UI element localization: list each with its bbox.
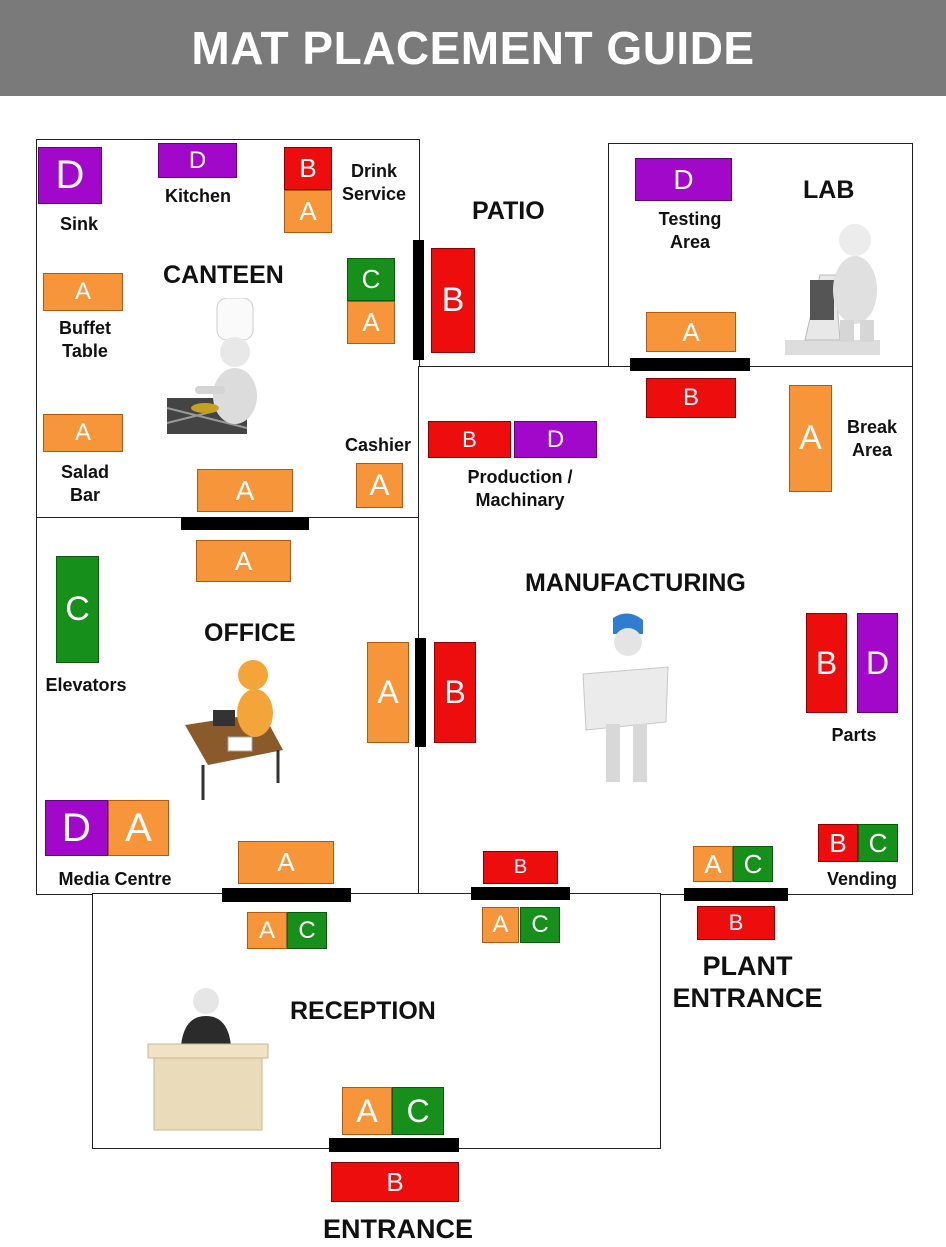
mat-b-production: B bbox=[428, 421, 511, 458]
mat-a-break: A bbox=[789, 385, 832, 492]
mat-a-office-south: A bbox=[238, 841, 334, 884]
label-cashier: Cashier bbox=[344, 435, 412, 455]
mat-d-kitchen: D bbox=[158, 143, 237, 178]
mat-b-plant: B bbox=[697, 906, 775, 940]
receptionist-figure bbox=[147, 988, 269, 1131]
mat-b-office-door: B bbox=[434, 642, 476, 743]
label-buffet-table: Buffet Table bbox=[59, 318, 111, 361]
chef-figure bbox=[166, 298, 257, 434]
door-office-manufacturing bbox=[415, 638, 426, 747]
door-canteen-patio bbox=[413, 240, 424, 360]
mat-b-drink: B bbox=[284, 147, 332, 190]
door-office-reception bbox=[222, 888, 351, 902]
label-drink-service: Drink Service bbox=[341, 161, 407, 204]
entrance-title: ENTRANCE bbox=[322, 1214, 473, 1244]
mat-c-elevators: C bbox=[56, 556, 99, 663]
label-production: Production / Machinary bbox=[467, 467, 573, 510]
mat-a-media: A bbox=[108, 800, 169, 856]
page-title: MAT PLACEMENT GUIDE bbox=[191, 22, 755, 74]
label-parts: Parts bbox=[831, 725, 877, 745]
label-break-area: Break Area bbox=[846, 417, 898, 460]
mat-a-manufacturing-south: A bbox=[482, 907, 519, 943]
mat-d-media: D bbox=[45, 800, 108, 856]
label-salad-bar: Salad Bar bbox=[60, 462, 110, 505]
mat-a-reception-north: A bbox=[247, 912, 287, 949]
label-vending: Vending bbox=[826, 869, 897, 889]
patio-title: PATIO bbox=[472, 197, 545, 225]
mat-a-office-north: A bbox=[196, 540, 291, 582]
door-lab-manufacturing bbox=[630, 358, 750, 371]
manufacturing-title: MANUFACTURING bbox=[525, 569, 746, 597]
mat-a-entrance: A bbox=[342, 1087, 392, 1135]
mat-a-salad: A bbox=[43, 414, 123, 452]
mat-c-entrance: C bbox=[392, 1087, 444, 1135]
door-main-entrance bbox=[329, 1138, 459, 1152]
lab-title: LAB bbox=[803, 176, 855, 204]
mat-b-entrance: B bbox=[331, 1162, 459, 1202]
mat-a-plant: A bbox=[693, 846, 733, 882]
mat-a-lab: A bbox=[646, 312, 736, 352]
mat-a-office-door: A bbox=[367, 642, 409, 743]
door-manufacturing-reception bbox=[471, 887, 570, 900]
header-banner: MAT PLACEMENT GUIDE bbox=[0, 0, 946, 96]
mat-c-vending: C bbox=[858, 824, 898, 862]
mat-d-testing: D bbox=[635, 158, 732, 201]
mat-d-production: D bbox=[514, 421, 597, 458]
label-kitchen: Kitchen bbox=[164, 186, 231, 206]
mat-d-parts: D bbox=[857, 613, 898, 713]
label-elevators: Elevators bbox=[45, 675, 127, 695]
canteen-title: CANTEEN bbox=[163, 261, 284, 289]
mat-c-manufacturing-south: C bbox=[520, 907, 560, 943]
mat-b-lab: B bbox=[646, 378, 736, 418]
mat-a-canteen-south: A bbox=[197, 469, 293, 512]
mat-b-manufacturing-south: B bbox=[483, 851, 558, 884]
mat-d-sink: D bbox=[38, 147, 102, 204]
mat-c-canteen-door: C bbox=[347, 258, 395, 301]
mat-a-cashier: A bbox=[356, 463, 403, 508]
mat-b-vending: B bbox=[818, 824, 858, 862]
mat-b-patio: B bbox=[431, 248, 475, 353]
door-plant-entrance bbox=[684, 888, 788, 901]
mat-a-drink: A bbox=[284, 190, 332, 233]
label-media-centre: Media Centre bbox=[58, 869, 172, 889]
mat-a-canteen-door: A bbox=[347, 301, 395, 344]
office-title: OFFICE bbox=[204, 619, 296, 647]
plant-entrance-title: PLANT ENTRANCE bbox=[672, 951, 823, 1013]
mat-c-plant: C bbox=[733, 846, 773, 882]
engineer-blueprint-figure bbox=[582, 613, 669, 782]
door-canteen-office bbox=[181, 517, 309, 530]
mat-b-parts: B bbox=[806, 613, 847, 713]
office-worker-figure bbox=[185, 660, 283, 800]
mat-c-reception-north: C bbox=[287, 912, 327, 949]
scientist-microscope-figure bbox=[785, 224, 880, 355]
reception-title: RECEPTION bbox=[290, 997, 436, 1025]
label-sink: Sink bbox=[59, 214, 98, 234]
mat-a-buffet: A bbox=[43, 273, 123, 311]
label-testing-area: Testing Area bbox=[658, 209, 722, 252]
